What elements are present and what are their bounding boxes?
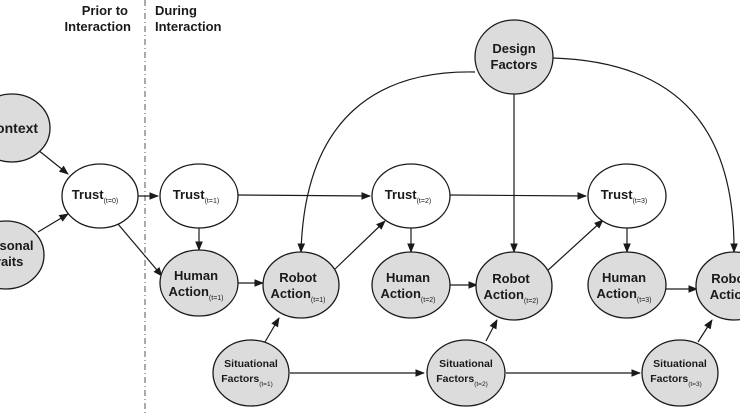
node-human-action-t1-sub: (t=1): [209, 295, 224, 302]
node-human-action-t3-main: Action: [596, 286, 637, 301]
node-trust-t2-sub: (t=2): [417, 198, 432, 205]
node-human-action-t3-sub: (t=3): [637, 297, 652, 304]
node-personal-traits-line1: Personal: [0, 238, 33, 253]
node-design-factors-line2: Factors: [491, 57, 538, 72]
node-situational-t2-main: Factors: [436, 373, 474, 385]
node-human-action-t3: Human Action(t=3): [587, 251, 667, 319]
svg-text:Action(t=1): Action(t=1): [168, 284, 223, 302]
node-situational-t3-main: Factors: [650, 373, 688, 385]
edge-trust2-trust3: [449, 192, 587, 200]
node-context-label: Context: [0, 120, 38, 136]
node-situational-t1-main: Factors: [221, 373, 259, 385]
node-human-action-t2-line1: Human: [386, 270, 430, 285]
edge-trust1-trust2: [237, 192, 371, 200]
node-trust-t2: Trust(t=2): [371, 163, 451, 229]
node-trust-t1: Trust(t=1): [159, 163, 239, 229]
node-design-factors-line1: Design: [492, 41, 535, 56]
node-situational-t1-line1: Situational: [224, 358, 278, 370]
edge-trust0-human1: [117, 223, 163, 277]
node-personal-traits-line2: Traits: [0, 254, 23, 269]
edge-design-robot1: [297, 71, 476, 253]
node-robot-action-t2: Robot Action(t=2): [475, 251, 553, 321]
edge-traits-trust0: [37, 213, 69, 233]
edge-situational2-robot2: [485, 319, 498, 342]
svg-text:Action(t=2): Action(t=2): [380, 286, 435, 304]
svg-text:Trust(t=3): Trust(t=3): [601, 187, 647, 205]
node-robot-action-t1: Robot Action(t=1): [262, 251, 340, 319]
node-context: Context: [0, 93, 51, 163]
node-robot-action-t1-sub: (t=1): [311, 297, 326, 304]
svg-text:Trust(t=2): Trust(t=2): [385, 187, 431, 205]
svg-text:Factors(t=3): Factors(t=3): [650, 373, 701, 388]
node-trust-t0-main: Trust: [72, 187, 104, 202]
node-trust-t0: Trust(t=0): [61, 163, 139, 229]
node-trust-t1-sub: (t=1): [205, 198, 220, 205]
svg-text:Action(t=3): Action(t=3): [596, 286, 651, 304]
svg-text:Trust(t=0): Trust(t=0): [72, 187, 118, 205]
node-robot-action-t1-line1: Robot: [279, 270, 317, 285]
svg-text:Action(t=1): Action(t=1): [270, 286, 325, 304]
svg-text:Trust(t=1): Trust(t=1): [173, 187, 219, 205]
node-trust-t2-main: Trust: [385, 187, 417, 202]
node-human-action-t2-sub: (t=2): [421, 297, 436, 304]
edge-situational1-robot1: [264, 317, 280, 343]
node-human-action-t3-line1: Human: [602, 270, 646, 285]
node-human-action-t1: Human Action(t=1): [159, 249, 239, 317]
node-robot-action-t3: Robot Action: [695, 251, 740, 321]
node-situational-t1-sub: (t=1): [259, 381, 273, 388]
node-robot-action-t2-main: Action: [483, 287, 524, 302]
node-situational-t2-sub: (t=2): [474, 381, 488, 388]
header-during-line1: During: [155, 3, 197, 18]
node-situational-factors-t1: Situational Factors(t=1): [212, 339, 290, 407]
node-trust-t3-main: Trust: [601, 187, 633, 202]
node-robot-action-t2-sub: (t=2): [524, 298, 539, 305]
svg-text:Factors(t=2): Factors(t=2): [436, 373, 487, 388]
node-robot-action-t2-line1: Robot: [492, 271, 530, 286]
node-robot-action-t3-line1: Robot: [711, 271, 740, 286]
node-trust-t1-main: Trust: [173, 187, 205, 202]
node-situational-factors-t3: Situational Factors(t=3): [641, 339, 719, 407]
header-prior-line1: Prior to: [82, 3, 128, 18]
svg-text:Action(t=2): Action(t=2): [483, 287, 538, 305]
node-human-action-t2-main: Action: [380, 286, 421, 301]
header-prior-line2: Interaction: [65, 19, 132, 34]
node-human-action-t1-main: Action: [168, 284, 209, 299]
node-situational-t2-line1: Situational: [439, 358, 493, 370]
node-human-action-t1-line1: Human: [174, 268, 218, 283]
node-situational-t3-sub: (t=3): [688, 381, 702, 388]
edge-situational3-robot3: [697, 319, 713, 343]
edges: [37, 57, 738, 377]
edge-robot1-trust2: [333, 220, 386, 271]
nodes: Context Personal Traits Design Factors T…: [0, 19, 740, 407]
node-situational-t3-line1: Situational: [653, 358, 707, 370]
node-trust-t3: Trust(t=3): [587, 163, 667, 229]
node-design-factors: Design Factors: [474, 19, 554, 95]
header-during-line2: Interaction: [155, 19, 222, 34]
edge-design-robot3: [552, 57, 738, 253]
node-personal-traits: Personal Traits: [0, 220, 45, 290]
node-trust-t3-sub: (t=3): [633, 198, 648, 205]
node-situational-factors-t2: Situational Factors(t=2): [426, 339, 506, 407]
svg-text:Factors(t=1): Factors(t=1): [221, 373, 272, 388]
node-human-action-t2: Human Action(t=2): [371, 251, 451, 319]
node-robot-action-t3-main: Action: [710, 287, 740, 302]
edge-context-trust0: [37, 149, 69, 175]
edge-robot2-trust3: [545, 219, 604, 273]
node-trust-t0-sub: (t=0): [104, 198, 119, 205]
node-robot-action-t1-main: Action: [270, 286, 311, 301]
